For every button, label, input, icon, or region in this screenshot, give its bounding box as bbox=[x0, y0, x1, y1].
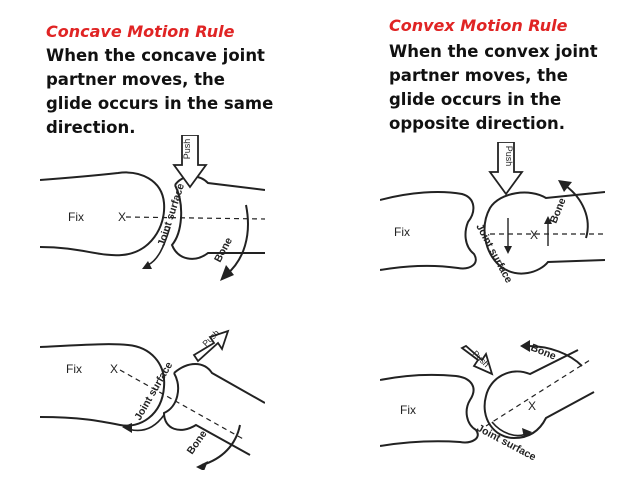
concave-line-2: partner moves, the bbox=[46, 70, 225, 89]
axis-line bbox=[125, 216, 265, 220]
x-label: X bbox=[118, 210, 126, 224]
moving-concave-bone bbox=[162, 363, 265, 456]
moving-convex-bone bbox=[483, 191, 605, 275]
convex-line-2: partner moves, the bbox=[389, 66, 568, 85]
fixed-bone bbox=[380, 191, 477, 271]
bone-arrowhead bbox=[558, 180, 572, 192]
axis-line bbox=[119, 369, 246, 441]
bone-label: Bone bbox=[212, 235, 235, 264]
bone-arrow bbox=[565, 185, 589, 239]
bone-arrow bbox=[225, 204, 249, 276]
glide-arrowhead bbox=[142, 261, 152, 269]
x-label: X bbox=[110, 362, 118, 376]
concave-line-3: glide occurs in the same bbox=[46, 94, 274, 113]
fixed-bone bbox=[380, 373, 479, 447]
push-arrow bbox=[192, 329, 230, 363]
moving-convex-bone bbox=[483, 349, 595, 440]
fix-label: Fix bbox=[66, 362, 82, 376]
concave-bottom-diagram: Push Fix X Joint surface Bone bbox=[40, 327, 265, 470]
concave-line-1: When the concave joint bbox=[46, 46, 265, 65]
convex-column: Convex Motion Rule When the convex joint… bbox=[320, 0, 638, 478]
fix-label: Fix bbox=[400, 403, 416, 417]
bone-label: Bone bbox=[185, 428, 210, 457]
convex-line-3: glide occurs in the bbox=[389, 90, 562, 109]
push-arrow bbox=[172, 135, 208, 189]
push-arrow bbox=[460, 344, 494, 376]
x-label: X bbox=[530, 228, 538, 242]
fixed-bone bbox=[40, 343, 166, 427]
push-arrow bbox=[488, 142, 524, 196]
bone-label: Bone bbox=[529, 342, 558, 363]
concave-column: Concave Motion Rule When the concave joi… bbox=[40, 22, 273, 470]
glide-arrowhead bbox=[504, 246, 512, 254]
glide-arrowhead bbox=[522, 428, 532, 438]
joint-surface-label: Joint surface bbox=[475, 422, 538, 463]
bone-arrowhead bbox=[220, 265, 234, 281]
fix-label: Fix bbox=[68, 210, 84, 224]
bone-arrowhead bbox=[196, 461, 208, 470]
convex-line-4: opposite direction. bbox=[389, 114, 566, 133]
concave-rule-text: When the concave joint partner moves, th… bbox=[46, 44, 273, 140]
push-label: Push bbox=[504, 146, 514, 167]
convex-line-1: When the convex joint bbox=[389, 42, 598, 61]
glide-arrowhead bbox=[122, 423, 132, 433]
axis-line bbox=[485, 359, 591, 427]
push-label: Push bbox=[182, 139, 192, 160]
bone-arrowhead bbox=[520, 340, 530, 352]
convex-top-diagram: Push Fix X Joint surface Bone bbox=[380, 142, 605, 285]
concave-line-4: direction. bbox=[46, 118, 136, 137]
bone-arrow bbox=[527, 345, 583, 367]
concave-rule-title: Concave Motion Rule bbox=[46, 22, 235, 41]
convex-rule-text: When the convex joint partner moves, the… bbox=[389, 40, 598, 136]
bone-label: Bone bbox=[548, 196, 569, 225]
concave-top-diagram: Push Fix X Joint surface Bone bbox=[40, 135, 265, 281]
fix-label: Fix bbox=[394, 225, 410, 239]
fixed-bone bbox=[40, 171, 166, 257]
x-label: X bbox=[528, 399, 536, 413]
counter-glide-arrowhead bbox=[544, 216, 552, 224]
convex-rule-title: Convex Motion Rule bbox=[389, 16, 568, 35]
glide-arrow bbox=[147, 226, 171, 266]
convex-bottom-diagram: Push Fix X Joint surface Bone bbox=[380, 340, 595, 463]
